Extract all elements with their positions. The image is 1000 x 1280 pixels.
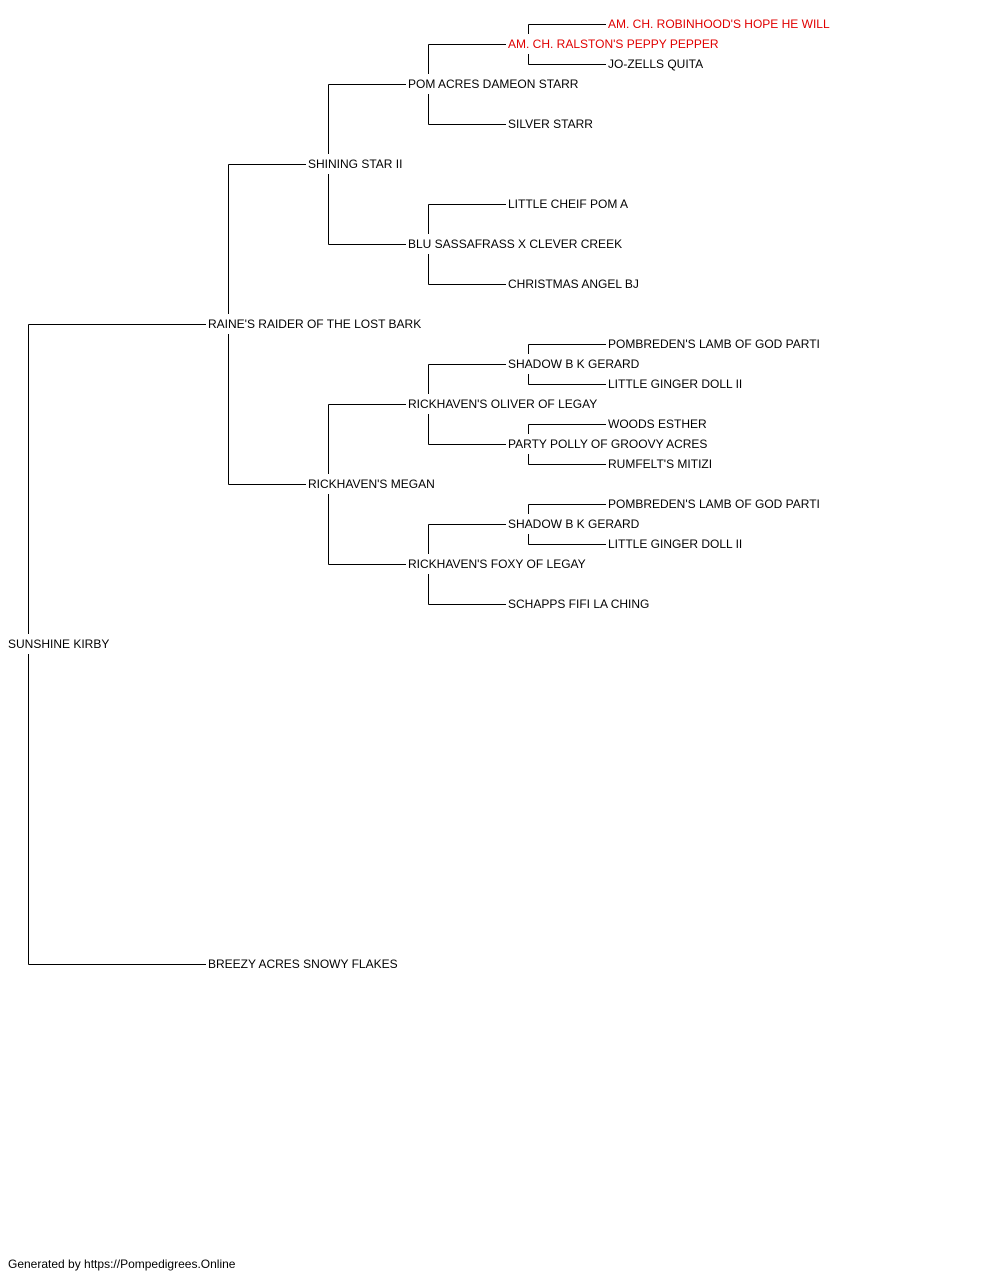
ancestor-name: POMBREDEN'S LAMB OF GOD PARTI: [608, 337, 820, 351]
ancestor-name: LITTLE CHEIF POM A: [508, 197, 629, 211]
ancestor-name: SHADOW B K GERARD: [508, 517, 640, 531]
ancestor-name: AM. CH. ROBINHOOD'S HOPE HE WILL: [608, 17, 830, 31]
ancestor-name: RICKHAVEN'S MEGAN: [308, 477, 435, 491]
ancestor-name: POMBREDEN'S LAMB OF GOD PARTI: [608, 497, 820, 511]
footer-credit: Generated by https://Pompedigrees.Online: [8, 1257, 236, 1271]
ancestor-name: RAINE'S RAIDER OF THE LOST BARK: [208, 317, 422, 331]
ancestor-name: LITTLE GINGER DOLL II: [608, 537, 743, 551]
ancestor-name: SHINING STAR II: [308, 157, 403, 171]
ancestor-name: PARTY POLLY OF GROOVY ACRES: [508, 437, 708, 451]
ancestor-name: SCHAPPS FIFI LA CHING: [508, 597, 650, 611]
ancestor-name: LITTLE GINGER DOLL II: [608, 377, 743, 391]
ancestor-name: CHRISTMAS ANGEL BJ: [508, 277, 639, 291]
ancestor-name: RICKHAVEN'S FOXY OF LEGAY: [408, 557, 586, 571]
ancestor-name: JO-ZELLS QUITA: [608, 57, 704, 71]
ancestor-name: RUMFELT'S MITIZI: [608, 457, 713, 471]
ancestor-name: SHADOW B K GERARD: [508, 357, 640, 371]
ancestor-name: SILVER STARR: [508, 117, 593, 131]
ancestor-name: BLU SASSAFRASS X CLEVER CREEK: [408, 237, 623, 251]
ancestor-name: POM ACRES DAMEON STARR: [408, 77, 579, 91]
ancestor-name: WOODS ESTHER: [608, 417, 707, 431]
subject-dog-name: SUNSHINE KIRBY: [8, 637, 110, 651]
ancestor-name: RICKHAVEN'S OLIVER OF LEGAY: [408, 397, 598, 411]
ancestor-name: AM. CH. RALSTON'S PEPPY PEPPER: [508, 37, 719, 51]
ancestor-name: BREEZY ACRES SNOWY FLAKES: [208, 957, 398, 971]
